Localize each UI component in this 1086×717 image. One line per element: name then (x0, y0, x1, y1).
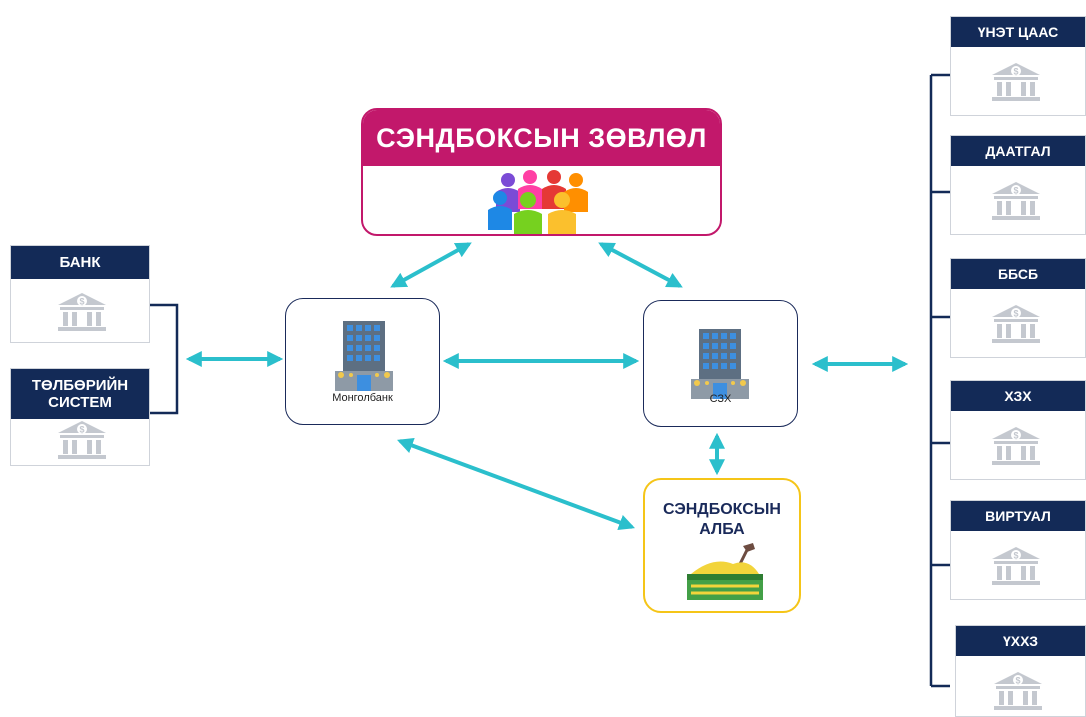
mongolbank-label: Монголбанк (332, 392, 393, 404)
bank-icon: $ (992, 182, 1040, 220)
fra-node: СЗХ (643, 300, 798, 427)
mongolbank-node: Монголбанк (285, 298, 440, 425)
people-group-icon (488, 170, 588, 234)
sandbox-unit: СЭНДБОКСЫН АЛБА (643, 478, 801, 613)
svg-text:$: $ (1015, 676, 1020, 686)
entity-virtual: ВИРТУАЛ $ (950, 500, 1086, 600)
bank-icon: $ (992, 305, 1040, 343)
bank-icon: $ (994, 672, 1042, 710)
entity-nbfi: ББСБ $ (950, 258, 1086, 358)
svg-text:$: $ (1013, 186, 1018, 196)
building-icon (691, 329, 749, 399)
arrow-mongolbank-unit (396, 437, 636, 531)
entity-payment-system: ТӨЛБӨРИЙН СИСТЕМ $ (10, 368, 150, 466)
bank-icon: $ (992, 427, 1040, 465)
entity-label-line1: ТӨЛБӨРИЙН (31, 377, 129, 394)
bank-icon: $ (58, 293, 106, 331)
svg-text:$: $ (1013, 67, 1018, 77)
entity-securities: ҮНЭТ ЦААС $ (950, 16, 1086, 116)
entity-bank: БАНК $ (10, 245, 150, 343)
bank-icon: $ (58, 421, 106, 459)
sandbox-unit-title: СЭНДБОКСЫН АЛБА (645, 500, 799, 540)
entity-label: ТӨЛБӨРИЙН СИСТЕМ (11, 369, 149, 419)
sandbox-icon (687, 543, 763, 600)
entity-label: ВИРТУАЛ (951, 501, 1085, 531)
bank-icon: $ (992, 63, 1040, 101)
entity-label: ҮНЭТ ЦААС (951, 17, 1085, 47)
sandbox-unit-title-line1: СЭНДБОКСЫН (663, 501, 781, 518)
svg-text:$: $ (1013, 309, 1018, 319)
arrow-council-fra (598, 242, 683, 288)
fra-label: СЗХ (709, 393, 732, 405)
svg-text:$: $ (79, 297, 84, 307)
bank-icon: $ (992, 547, 1040, 585)
left-bracket (150, 303, 179, 415)
entity-real-estate: ҮХХЗ $ (955, 625, 1086, 717)
arrow-council-mongolbank (390, 242, 472, 288)
entity-label: ДААТГАЛ (951, 136, 1085, 166)
sandbox-council: СЭНДБОКСЫН ЗӨВЛӨЛ (361, 108, 722, 236)
svg-text:$: $ (79, 425, 84, 435)
svg-text:$: $ (1013, 551, 1018, 561)
council-title: СЭНДБОКСЫН ЗӨВЛӨЛ (363, 110, 720, 166)
entity-insurance: ДААТГАЛ $ (950, 135, 1086, 235)
entity-label: ХЗХ (951, 381, 1085, 411)
sandbox-unit-title-line2: АЛБА (699, 521, 745, 538)
building-icon (335, 321, 393, 391)
entity-label: ҮХХЗ (956, 626, 1085, 656)
svg-text:$: $ (1013, 431, 1018, 441)
entity-savings-coop: ХЗХ $ (950, 380, 1086, 480)
entity-label: БАНК (11, 246, 149, 279)
entity-label-line2: СИСТЕМ (48, 394, 112, 411)
entity-label: ББСБ (951, 259, 1085, 289)
